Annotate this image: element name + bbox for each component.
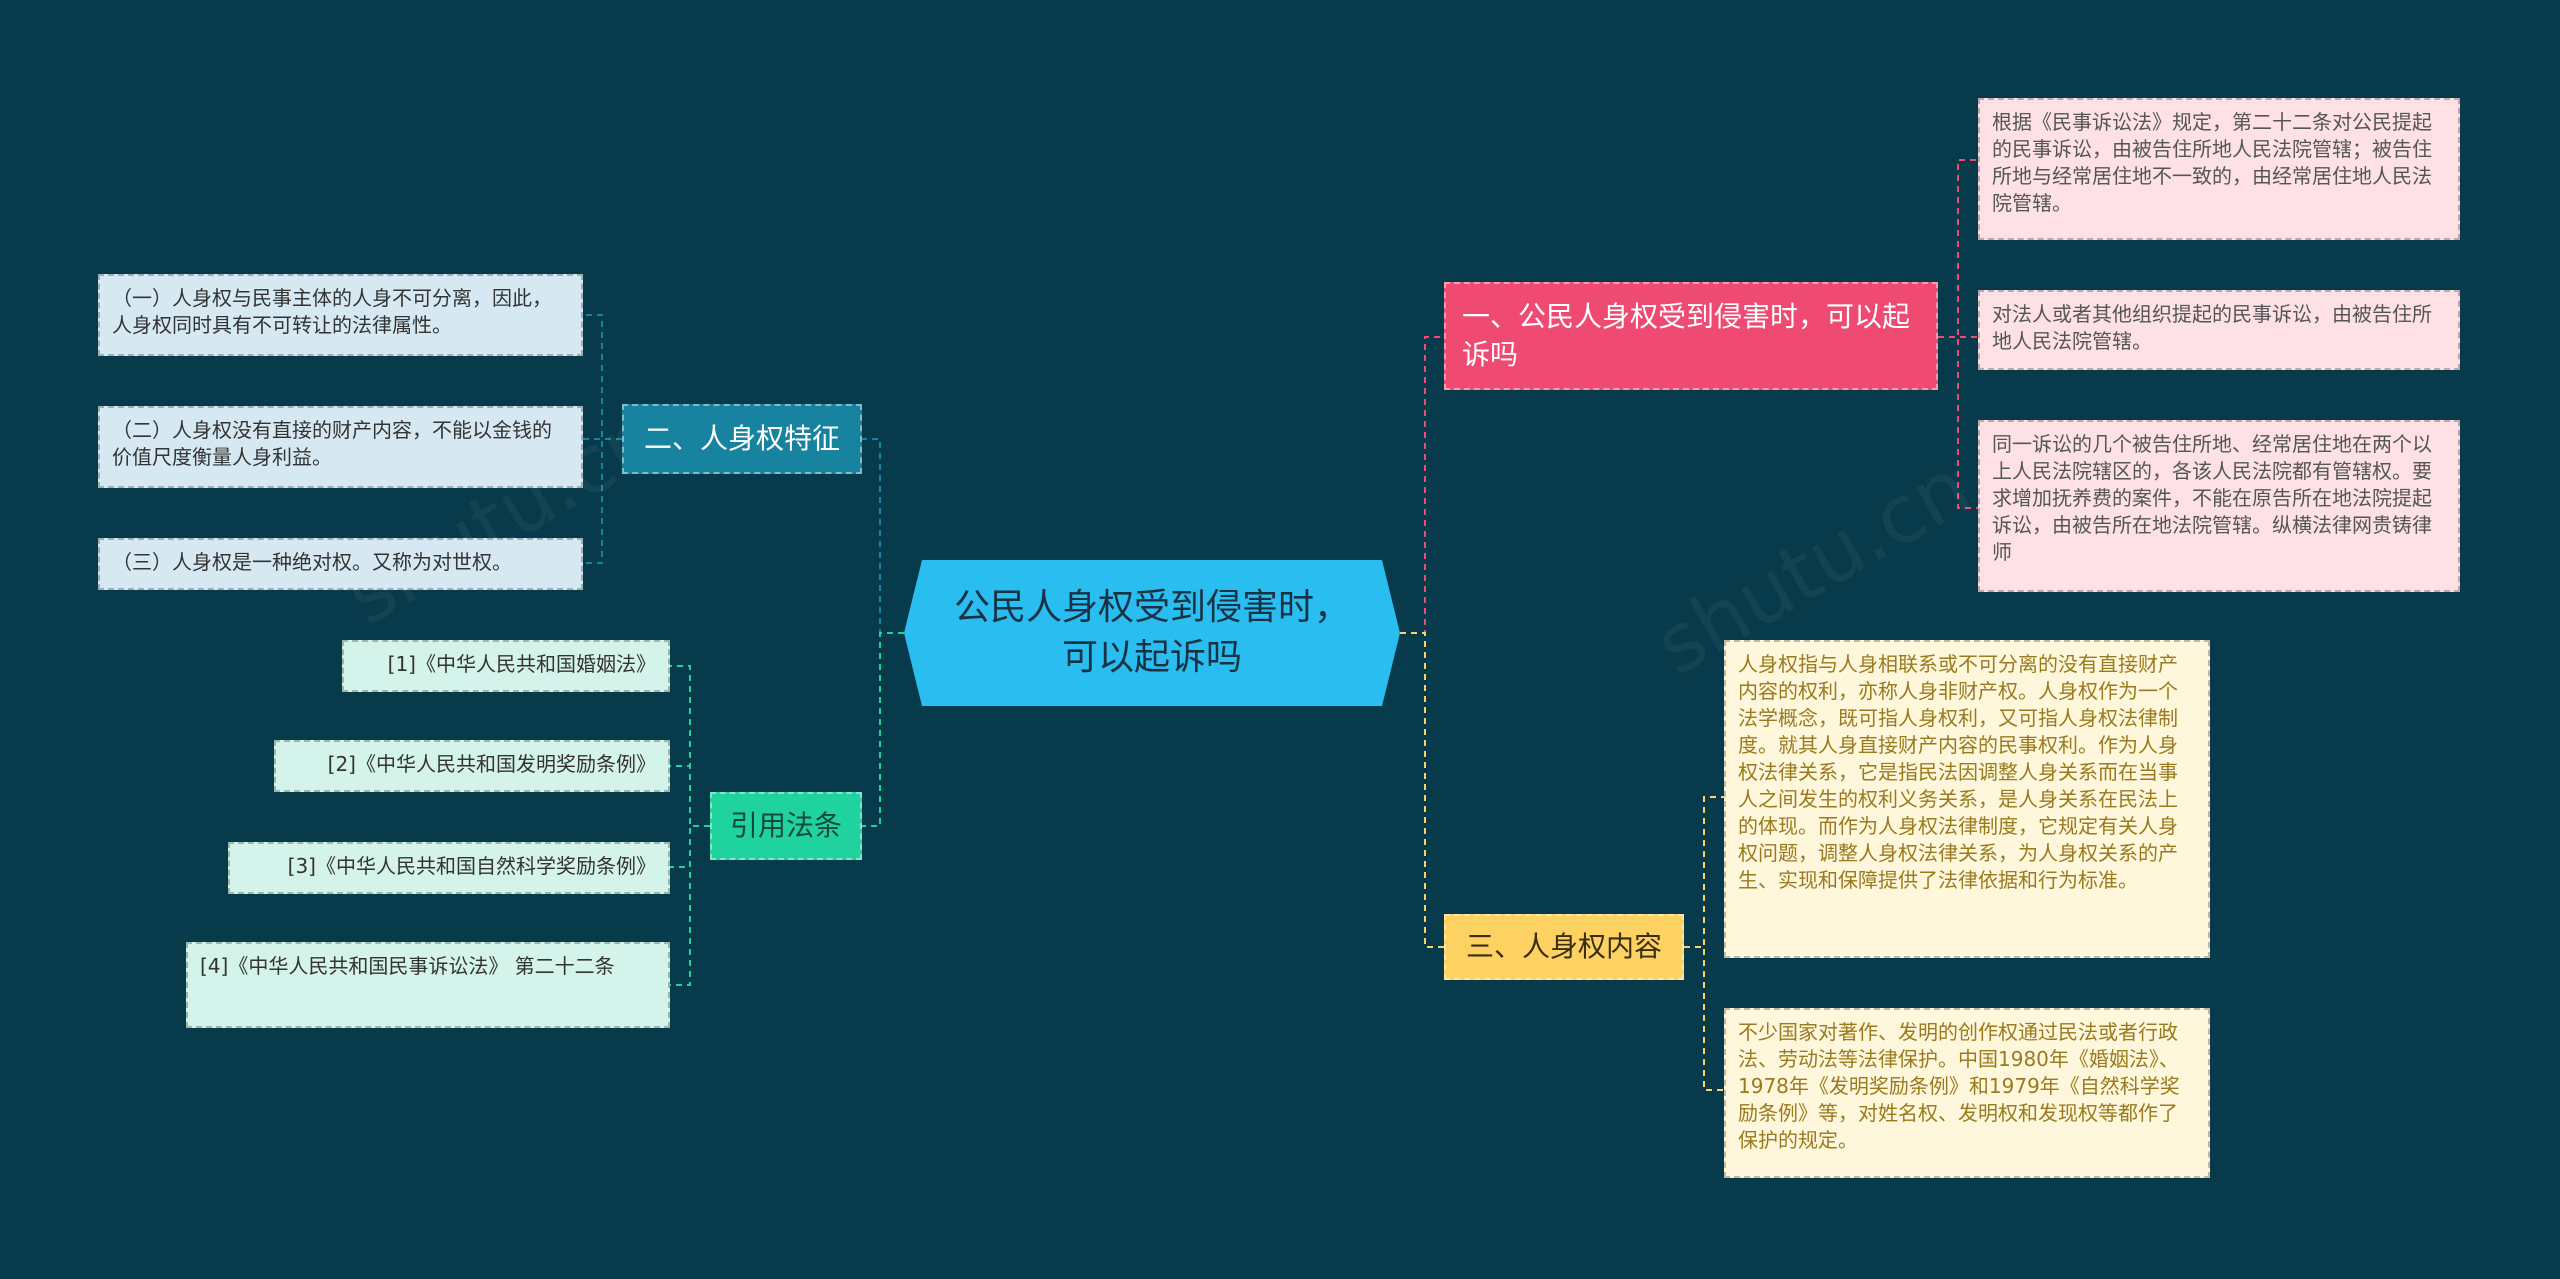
root-node[interactable]: 公民人身权受到侵害时，可以起诉吗 [904, 560, 1400, 706]
leaf-text: [3]《中华人民共和国自然科学奖励条例》 [287, 854, 656, 878]
root-label: 公民人身权受到侵害时，可以起诉吗 [953, 587, 1350, 678]
leaf-text: [4]《中华人民共和国民事诉讼法》 第二十二条 [200, 954, 615, 978]
leaf-text: 根据《民事诉讼法》规定，第二十二条对公民提起的民事诉讼，由被告住所地人民法院管辖… [1992, 110, 2432, 215]
branch-litigation[interactable]: 一、公民人身权受到侵害时，可以起诉吗 [1444, 282, 1938, 390]
branch-label: 三、人身权内容 [1465, 930, 1662, 963]
leaf-node[interactable]: [1]《中华人民共和国婚姻法》 [342, 640, 670, 692]
branch-characteristics[interactable]: 二、人身权特征 [622, 404, 862, 474]
leaf-node[interactable]: 同一诉讼的几个被告住所地、经常居住地在两个以上人民法院辖区的，各该人民法院都有管… [1978, 420, 2460, 592]
leaf-text: 人身权指与人身相联系或不可分离的没有直接财产内容的权利，亦称人身非财产权。人身权… [1738, 652, 2178, 892]
leaf-text: （一）人身权与民事主体的人身不可分离，因此，人身权同时具有不可转让的法律属性。 [112, 286, 552, 337]
leaf-node[interactable]: [2]《中华人民共和国发明奖励条例》 [274, 740, 670, 792]
leaf-node[interactable]: （一）人身权与民事主体的人身不可分离，因此，人身权同时具有不可转让的法律属性。 [98, 274, 583, 356]
leaf-text: [2]《中华人民共和国发明奖励条例》 [327, 752, 656, 776]
leaf-node[interactable]: 对法人或者其他组织提起的民事诉讼，由被告住所地人民法院管辖。 [1978, 290, 2460, 370]
leaf-node[interactable]: （三）人身权是一种绝对权。又称为对世权。 [98, 538, 583, 590]
branch-label: 一、公民人身权受到侵害时，可以起诉吗 [1462, 300, 1911, 371]
leaf-node[interactable]: 根据《民事诉讼法》规定，第二十二条对公民提起的民事诉讼，由被告住所地人民法院管辖… [1978, 98, 2460, 240]
leaf-node[interactable]: （二）人身权没有直接的财产内容，不能以金钱的价值尺度衡量人身利益。 [98, 406, 583, 488]
branch-label: 引用法条 [729, 809, 842, 842]
leaf-text: 对法人或者其他组织提起的民事诉讼，由被告住所地人民法院管辖。 [1992, 302, 2432, 353]
leaf-node[interactable]: [3]《中华人民共和国自然科学奖励条例》 [228, 842, 670, 894]
branch-content[interactable]: 三、人身权内容 [1444, 914, 1684, 980]
leaf-node[interactable]: 不少国家对著作、发明的创作权通过民法或者行政法、劳动法等法律保护。中国1980年… [1724, 1008, 2210, 1178]
leaf-text: 不少国家对著作、发明的创作权通过民法或者行政法、劳动法等法律保护。中国1980年… [1738, 1020, 2180, 1152]
leaf-text: （三）人身权是一种绝对权。又称为对世权。 [112, 550, 512, 574]
branch-citations[interactable]: 引用法条 [710, 792, 862, 860]
branch-label: 二、人身权特征 [643, 422, 840, 455]
leaf-node[interactable]: [4]《中华人民共和国民事诉讼法》 第二十二条 [186, 942, 670, 1028]
leaf-text: 同一诉讼的几个被告住所地、经常居住地在两个以上人民法院辖区的，各该人民法院都有管… [1992, 432, 2432, 564]
leaf-text: （二）人身权没有直接的财产内容，不能以金钱的价值尺度衡量人身利益。 [112, 418, 552, 469]
leaf-node[interactable]: 人身权指与人身相联系或不可分离的没有直接财产内容的权利，亦称人身非财产权。人身权… [1724, 640, 2210, 958]
leaf-text: [1]《中华人民共和国婚姻法》 [387, 652, 656, 676]
